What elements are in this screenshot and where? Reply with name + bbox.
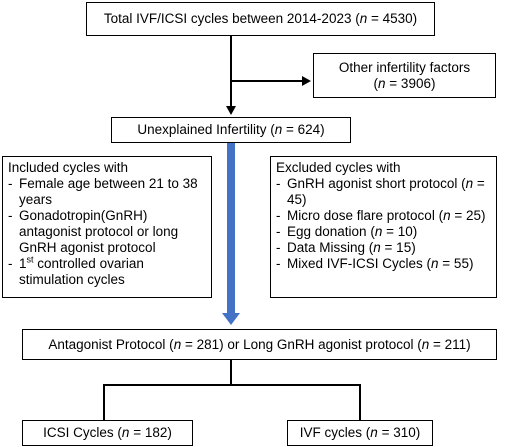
connector-split-horizontal [103, 384, 360, 386]
other-factors-label: Other infertility factors [338, 59, 471, 75]
unexplained-infertility-box: Unexplained Infertility (n = 624) [111, 117, 351, 143]
included-item-first-cycle: 1st controlled ovarian stimulation cycle… [8, 255, 206, 288]
connector-to-ivf [359, 384, 361, 422]
connector-to-icsi [103, 384, 105, 422]
excluded-item-mixed: Mixed IVF-ICSI Cycles (n = 55) [276, 256, 491, 272]
icsi-cycles-box: ICSI Cycles (n = 182) [22, 420, 193, 446]
other-factors-box: Other infertility factors (n = 3906) [313, 53, 496, 98]
protocols-box: Antagonist Protocol (n = 281) or Long Gn… [22, 329, 497, 360]
protocols-text: Antagonist Protocol (n = 281) or Long Gn… [48, 336, 471, 352]
included-criteria-box: Included cycles with Female age between … [2, 156, 212, 298]
ivf-cycles-box: IVF cycles (n = 310) [287, 420, 433, 446]
arrowhead-to-unexplained [226, 106, 236, 115]
ivf-cycles-text: IVF cycles (n = 310) [299, 425, 421, 440]
total-cycles-text: Total IVF/ICSI cycles between 2014-2023 … [103, 11, 418, 26]
main-flow-arrowhead [222, 313, 240, 325]
connector-branch-other [230, 80, 304, 82]
excluded-criteria-title: Excluded cycles with [276, 160, 401, 175]
total-cycles-box: Total IVF/ICSI cycles between 2014-2023 … [86, 2, 435, 36]
excluded-item-data-missing: Data Missing (n = 15) [276, 240, 491, 256]
icsi-cycles-text: ICSI Cycles (n = 182) [43, 425, 172, 440]
excluded-item-egg-donation: Egg donation (n = 10) [276, 224, 491, 240]
arrowhead-to-other [302, 76, 311, 86]
excluded-criteria-list: GnRH agonist short protocol (n = 45) Mic… [276, 176, 491, 272]
excluded-item-micro-dose: Micro dose flare protocol (n = 25) [276, 208, 491, 224]
excluded-item-short-protocol: GnRH agonist short protocol (n = 45) [276, 176, 491, 208]
included-item-protocol: Gonadotropin(GnRH) antagonist protocol o… [8, 208, 206, 256]
other-factors-count: (n = 3906) [373, 75, 436, 91]
connector-total-to-unexplained [230, 36, 232, 106]
excluded-criteria-box: Excluded cycles with GnRH agonist short … [270, 156, 497, 298]
included-item-age: Female age between 21 to 38 years [8, 176, 206, 208]
main-flow-arrow [227, 141, 235, 314]
included-criteria-list: Female age between 21 to 38 years Gonado… [8, 176, 206, 288]
connector-protocol-down [230, 359, 232, 384]
unexplained-infertility-text: Unexplained Infertility (n = 624) [137, 122, 325, 137]
included-criteria-title: Included cycles with [8, 160, 129, 175]
